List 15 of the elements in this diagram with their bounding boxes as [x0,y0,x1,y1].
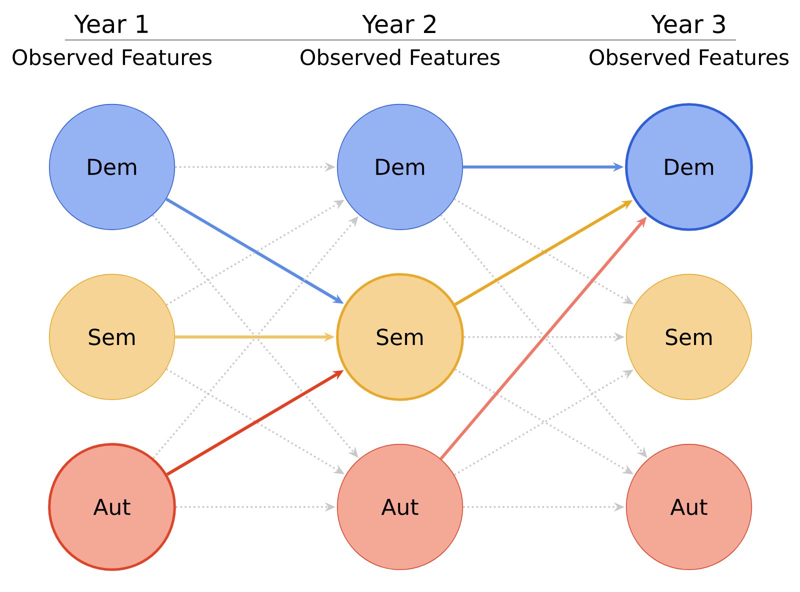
heading-text: Year 2 [362,14,436,34]
circle-node: Sem [48,274,176,400]
circle-node: Sem [336,273,464,401]
circle-node: Dem [336,104,464,230]
circle-node: Aut [336,444,464,570]
circle-node: Aut [48,443,176,571]
circle-node: Sem [626,274,752,400]
heading-text: Year 3 [651,14,725,34]
circle-node: Aut [626,444,752,570]
circle-node: Dem [625,103,753,231]
heading-text: Observed Features [12,48,212,66]
heading-text: Year 1 [74,14,148,34]
heading-text: Observed Features [300,48,500,66]
circle-node: Dem [48,104,176,230]
heading-text: Observed Features [590,48,789,66]
